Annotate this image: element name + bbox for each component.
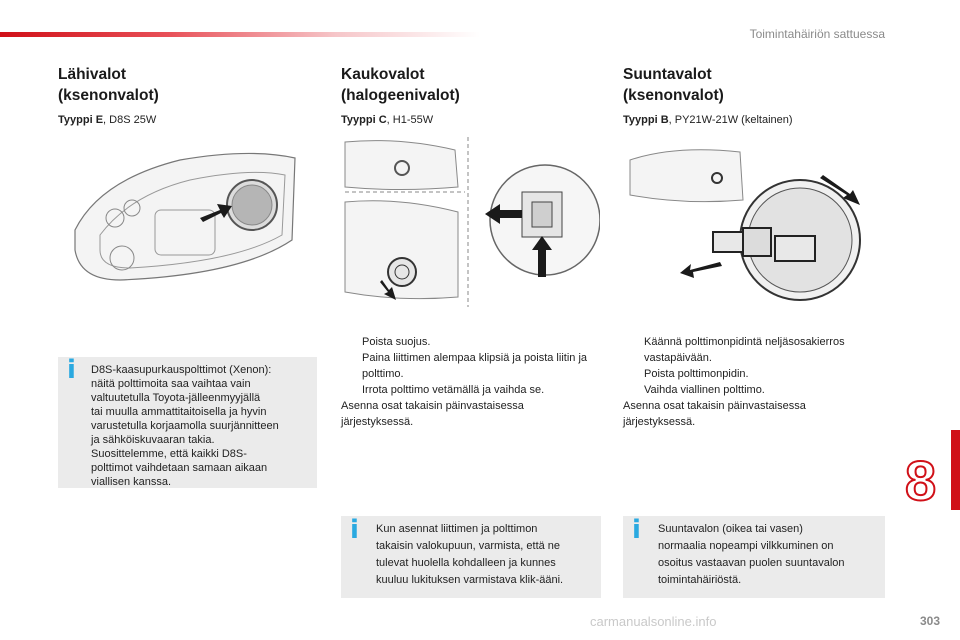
list-item: Irrota polttimo vetämällä ja vaihda se. bbox=[362, 384, 545, 396]
indicator-steps: Käännä polttimonpidintä neljäsosakierros… bbox=[623, 334, 883, 430]
page-number: 303 bbox=[919, 614, 940, 628]
indicator-illustration bbox=[629, 149, 861, 301]
list-item: Poista suojus. bbox=[362, 336, 431, 348]
heading-indicator: Suuntavalot (ksenonvalot) bbox=[623, 66, 724, 104]
info-icon: i bbox=[632, 515, 641, 545]
connector-note-box: i Kun asennat liittimen ja polttimon tak… bbox=[341, 516, 601, 598]
header-accent-bar bbox=[0, 32, 480, 37]
info-icon: i bbox=[67, 355, 76, 385]
indicator-outro: Asenna osat takaisin päinvastaisessa jär… bbox=[623, 400, 806, 428]
heading-low-beam: Lähivalot (ksenonvalot) bbox=[58, 66, 159, 104]
chapter-number: 8 bbox=[904, 448, 937, 513]
list-item: Paina liittimen alempaa klipsiä ja poist… bbox=[362, 352, 588, 380]
column-low-beam: Lähivalot (ksenonvalot) Tyyppi E, D8S 25… bbox=[58, 64, 159, 126]
type-low-beam: Tyyppi E, D8S 25W bbox=[58, 114, 157, 126]
list-item: Vaihda viallinen polttimo. bbox=[644, 384, 765, 396]
list-item: Poista polttimonpidin. bbox=[644, 368, 749, 380]
heading-high-beam: Kaukovalot (halogeenivalot) bbox=[341, 66, 460, 104]
xenon-note-text: D8S-kaasupurkauspolttimot (Xenon): näitä… bbox=[91, 364, 279, 488]
section-title: Toimintahäiriön sattuessa bbox=[749, 27, 885, 41]
list-item: Käännä polttimonpidintä neljäsosakierros… bbox=[644, 336, 845, 364]
high-beam-outro: Asenna osat takaisin päinvastaisessa jär… bbox=[341, 400, 524, 428]
column-indicator: Suuntavalot (ksenonvalot) Tyyppi B, PY21… bbox=[623, 64, 793, 126]
low-beam-illustration bbox=[74, 152, 296, 281]
connector-note-text: Kun asennat liittimen ja polttimon takai… bbox=[376, 523, 564, 586]
xenon-note-box: i D8S-kaasupurkauspolttimot (Xenon): näi… bbox=[58, 357, 317, 488]
indicator-note-text: Suuntavalon (oikea tai vasen) normaalia … bbox=[658, 523, 845, 586]
indicator-note-box: i Suuntavalon (oikea tai vasen) normaali… bbox=[623, 516, 885, 598]
watermark: carmanualsonline.info bbox=[590, 614, 717, 629]
high-beam-illustration bbox=[344, 137, 600, 307]
info-icon: i bbox=[350, 515, 359, 545]
type-high-beam: Tyyppi C, H1-55W bbox=[341, 114, 434, 126]
chapter-tab bbox=[951, 430, 960, 510]
column-high-beam: Kaukovalot (halogeenivalot) Tyyppi C, H1… bbox=[341, 64, 460, 126]
high-beam-steps: Poista suojus. Paina liittimen alempaa k… bbox=[341, 334, 591, 430]
type-indicator: Tyyppi B, PY21W-21W (keltainen) bbox=[623, 114, 793, 126]
